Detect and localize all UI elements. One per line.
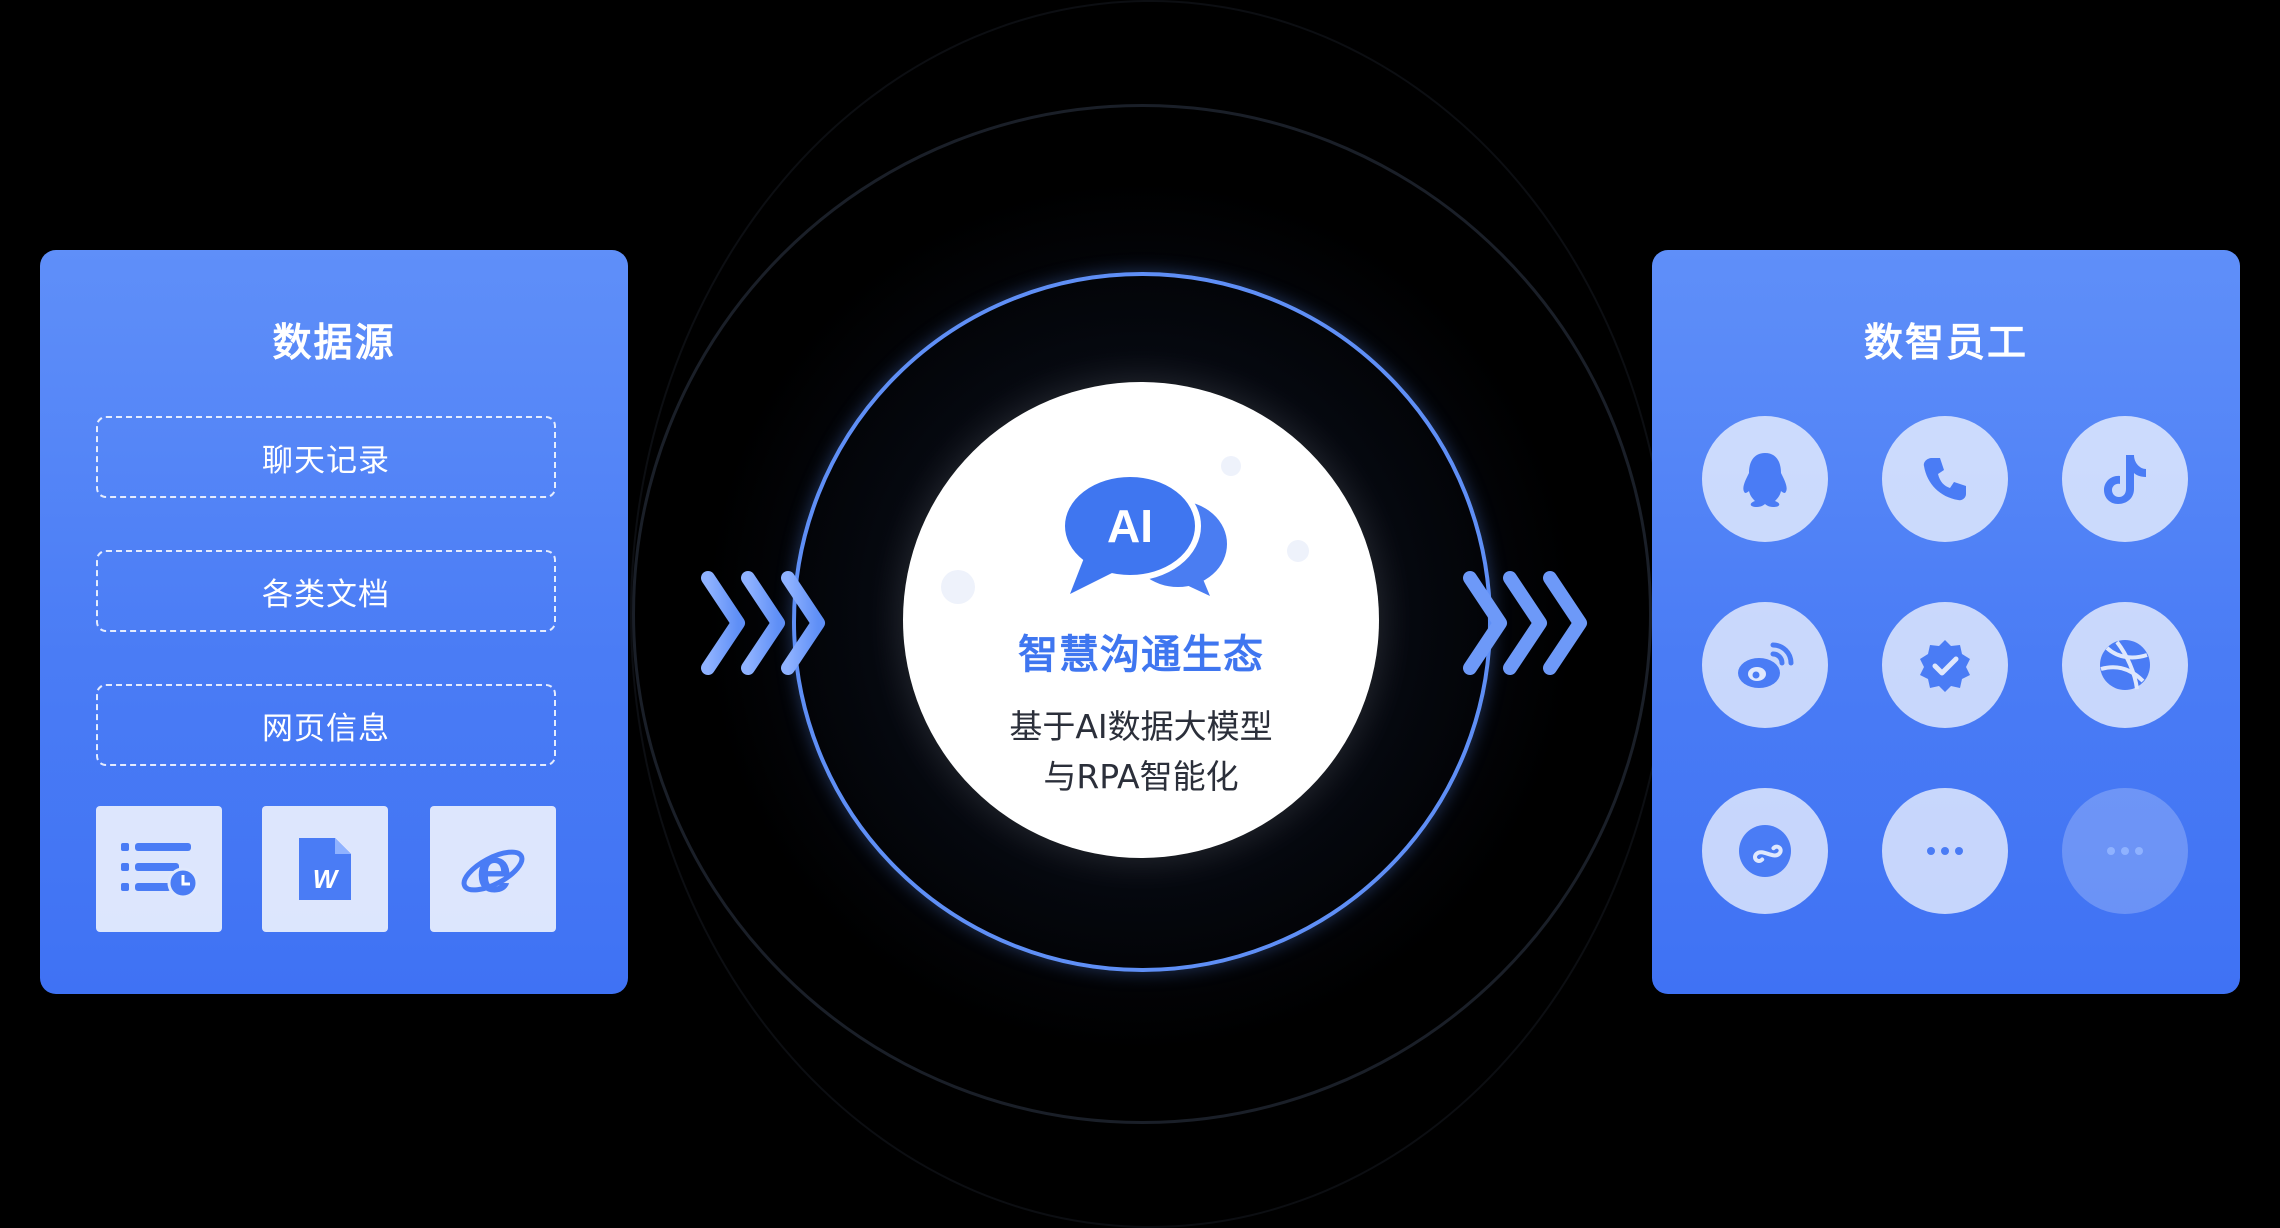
- blue-ring: [792, 272, 1492, 972]
- ai-logo-text: AI: [1107, 500, 1153, 552]
- center-title: 智慧沟通生态: [1018, 632, 1264, 678]
- more-icon: [1927, 847, 1963, 855]
- decor-dot: [941, 570, 975, 604]
- dribbble-ball-icon: [2100, 640, 2150, 690]
- decor-dot: [1221, 456, 1241, 476]
- source-tile-browser: e: [430, 806, 556, 932]
- channel-more-faded[interactable]: [2062, 788, 2188, 914]
- source-tile-word: W: [262, 806, 388, 932]
- center-subtitle-line1: 基于AI数据大模型: [1009, 707, 1273, 746]
- right-flow-arrows-icon: [1463, 571, 1587, 675]
- data-source-title: 数据源: [272, 321, 396, 366]
- channel-tiktok[interactable]: [2062, 416, 2188, 542]
- digital-employee-panel: 数智员工: [1652, 250, 2240, 994]
- word-document-icon: W: [299, 838, 351, 900]
- channel-verified[interactable]: [1882, 602, 2008, 728]
- digital-employee-title: 数智员工: [1863, 321, 2028, 366]
- svg-text:e: e: [476, 834, 512, 904]
- svg-text:W: W: [313, 864, 340, 894]
- center-subtitle-line2: 与RPA智能化: [1043, 757, 1239, 796]
- channel-weibo[interactable]: [1702, 602, 1828, 728]
- verified-badge-icon: [1920, 640, 1970, 692]
- channel-dribbble[interactable]: [2062, 602, 2188, 728]
- qq-penguin-icon: [1743, 453, 1787, 507]
- source-tile-list: [96, 806, 222, 932]
- source-item-chat-records: 聊天记录: [96, 416, 556, 498]
- list-clock-icon: [121, 843, 199, 899]
- channel-phone[interactable]: [1882, 416, 2008, 542]
- mini-program-icon: [1739, 825, 1791, 877]
- phone-icon: [1923, 458, 1966, 501]
- channel-mini-program[interactable]: [1702, 788, 1828, 914]
- tiktok-icon: [2104, 455, 2146, 504]
- decor-dot: [1287, 540, 1309, 562]
- center-disc: [903, 382, 1379, 858]
- internet-explorer-icon: e: [461, 834, 525, 904]
- weibo-icon: [1738, 642, 1794, 688]
- data-source-panel: 数据源 聊天记录 各类文档 网页信息 W e: [40, 250, 628, 994]
- source-item-documents: 各类文档: [96, 550, 556, 632]
- more-icon: [2107, 847, 2143, 855]
- ai-chat-bubble-icon: AI: [1060, 472, 1233, 596]
- middle-ring: [632, 104, 1652, 1124]
- channel-qq[interactable]: [1702, 416, 1828, 542]
- left-flow-arrows-icon: [701, 571, 825, 675]
- channel-more[interactable]: [1882, 788, 2008, 914]
- source-item-web-info: 网页信息: [96, 684, 556, 766]
